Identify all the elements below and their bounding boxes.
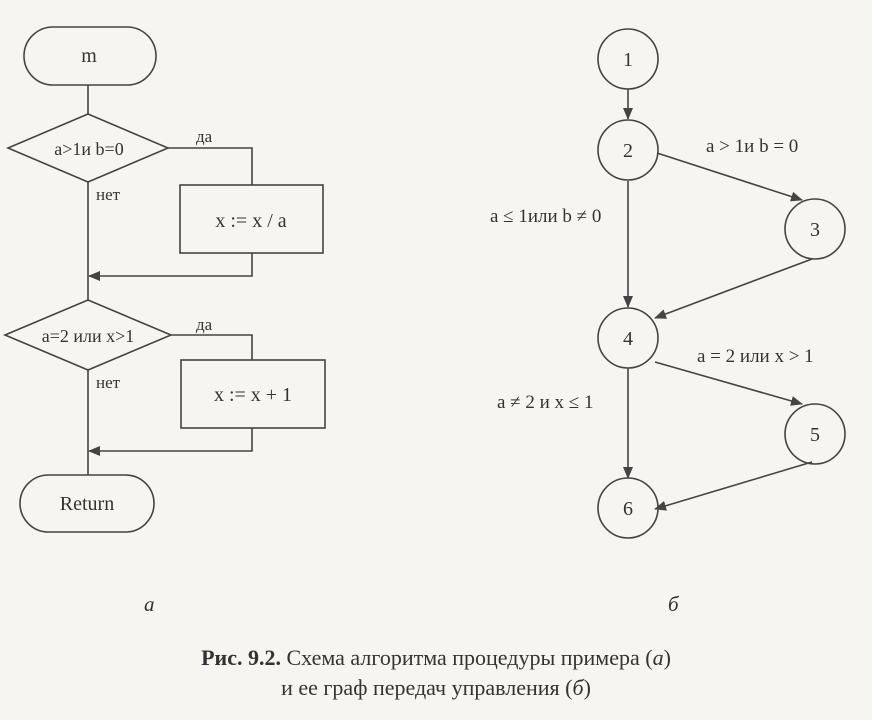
node-4 bbox=[597, 307, 659, 369]
caption-line-2: и ее граф передач управления (б) bbox=[0, 673, 872, 703]
caption-line-1: Рис. 9.2. Схема алгоритма процедуры прим… bbox=[0, 643, 872, 673]
node-3-label: 3 bbox=[810, 219, 820, 241]
edge-3-4 bbox=[654, 258, 813, 319]
node-2-label: 2 bbox=[623, 140, 633, 162]
node-1 bbox=[597, 28, 659, 90]
node-6 bbox=[597, 477, 659, 539]
decision1-no-label: нет bbox=[96, 185, 121, 204]
node-5-label: 5 bbox=[810, 424, 820, 446]
caption-line1-text: Схема алгоритма процедуры примера ( bbox=[280, 645, 653, 670]
caption-line1-end: ) bbox=[663, 645, 671, 670]
node-6-label: 6 bbox=[623, 498, 633, 520]
figure-caption: Рис. 9.2. Схема алгоритма процедуры прим… bbox=[0, 643, 872, 703]
node-1-label: 1 bbox=[623, 49, 633, 71]
line-process2-return bbox=[88, 428, 253, 456]
process2-label: x := x + 1 bbox=[214, 384, 292, 406]
edge-5-6 bbox=[654, 461, 813, 511]
caption-prefix: Рис. 9.2. bbox=[201, 645, 281, 670]
end-label: Return bbox=[60, 493, 114, 515]
decision2-yes-label: да bbox=[196, 315, 213, 334]
node-4-label: 4 bbox=[623, 328, 633, 350]
line-process1-return bbox=[88, 253, 253, 281]
decision2-label: a=2 или x>1 bbox=[42, 326, 135, 346]
caption-line2-end: ) bbox=[583, 675, 591, 700]
caption-line2-text: и ее граф передач управления ( bbox=[281, 675, 573, 700]
node-2 bbox=[597, 119, 659, 181]
edge-2-3-label: a > 1и b = 0 bbox=[706, 136, 798, 157]
control-graph bbox=[597, 28, 846, 539]
sublabel-b: б bbox=[668, 592, 679, 616]
edge-4-5 bbox=[654, 361, 803, 406]
edge-4-5-label: a = 2 или x > 1 bbox=[697, 346, 814, 367]
start-label: m bbox=[81, 45, 97, 67]
node-5 bbox=[784, 403, 846, 465]
decision1-yes-label: да bbox=[196, 127, 213, 146]
caption-line2-ref: б bbox=[572, 675, 584, 700]
process2-box bbox=[180, 359, 326, 429]
edge-4-6-label: a ≠ 2 и x ≤ 1 bbox=[497, 392, 593, 413]
edge-2-3 bbox=[656, 152, 803, 202]
line-decision1-yes bbox=[168, 147, 253, 185]
control-graph-labels: 1 2 3 4 5 6 a > 1и b = 0 a ≤ 1или b ≠ 0 … bbox=[490, 49, 820, 520]
line-decision2-yes bbox=[171, 334, 253, 360]
node-3 bbox=[784, 198, 846, 260]
edge-2-4-label: a ≤ 1или b ≠ 0 bbox=[490, 206, 601, 227]
sublabel-a: a bbox=[144, 592, 155, 616]
flowchart-labels: m a>1и b=0 да нет x := x / a a=2 или x>1… bbox=[42, 45, 292, 515]
end-terminator bbox=[19, 474, 155, 533]
decision2-no-label: нет bbox=[96, 373, 121, 392]
start-terminator bbox=[23, 26, 157, 86]
decision1-label: a>1и b=0 bbox=[54, 139, 123, 159]
flowchart bbox=[2, 26, 326, 533]
process1-label: x := x / a bbox=[215, 210, 286, 232]
caption-line1-ref: а bbox=[652, 645, 664, 670]
